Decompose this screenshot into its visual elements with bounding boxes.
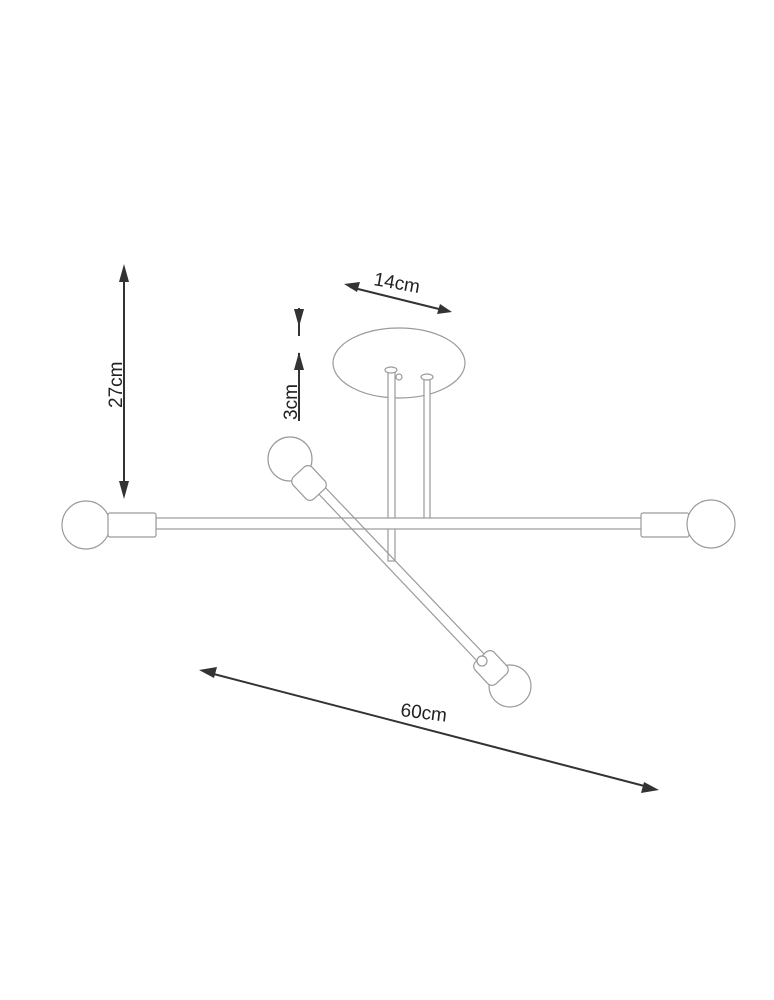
upper-socket — [291, 465, 327, 501]
dimension-width: 60cm — [199, 667, 659, 793]
right-bulb — [686, 499, 736, 549]
left-bulb — [61, 500, 111, 550]
diagonal-arm-edge — [312, 487, 479, 663]
right-socket — [640, 512, 690, 538]
height-label: 27cm — [106, 362, 127, 408]
diagonal-arm-edge — [320, 482, 487, 657]
lower-socket-end — [476, 655, 488, 667]
lamp — [61, 327, 736, 708]
dimension-canopy-diameter: 14cm — [344, 269, 452, 314]
horizontal-arm — [155, 517, 643, 530]
rod-2 — [423, 376, 431, 524]
left-socket — [107, 512, 157, 538]
rod-cap-1 — [384, 366, 398, 374]
rod-cap-2 — [420, 373, 434, 381]
screw — [395, 373, 403, 381]
canopy-height-label: 3cm — [281, 384, 302, 420]
dimension-height: 27cm — [106, 264, 129, 499]
canopy — [332, 327, 466, 399]
rod-1 — [387, 370, 396, 562]
dimension-canopy-height: 3cm — [281, 308, 304, 421]
width-label: 60cm — [399, 700, 448, 727]
